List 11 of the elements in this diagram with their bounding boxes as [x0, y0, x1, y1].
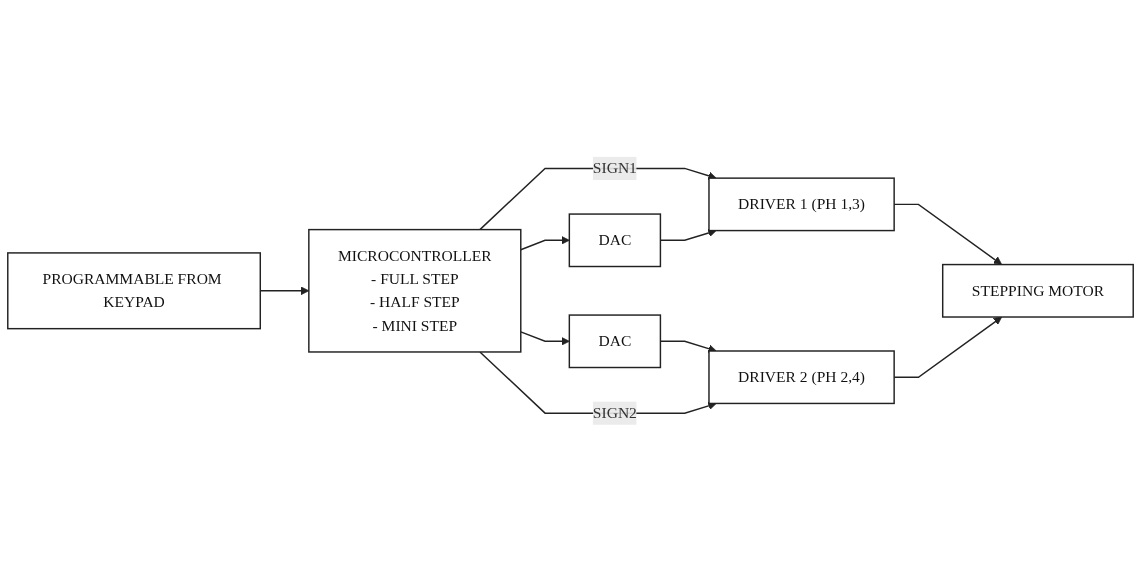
node-box: STEPPING MOTOR	[941, 263, 1134, 318]
arrow	[520, 330, 570, 346]
edge-label: SIGN1	[592, 159, 637, 176]
node-box: DAC	[568, 213, 662, 267]
node-box: MICROCONTROLLER - FULL STEP - HALF STEP - MINI STEP	[308, 228, 522, 353]
node-box: DRIVER 1 (PH 1,3)	[708, 177, 895, 231]
arrow	[520, 235, 570, 251]
node-box: DRIVER 2 (PH 2,4)	[708, 349, 895, 404]
edge-label: SIGN2	[592, 404, 637, 421]
node-box: PROGRAMMABLE FROM KEYPAD	[7, 251, 261, 330]
node-box: DAC	[568, 314, 662, 368]
